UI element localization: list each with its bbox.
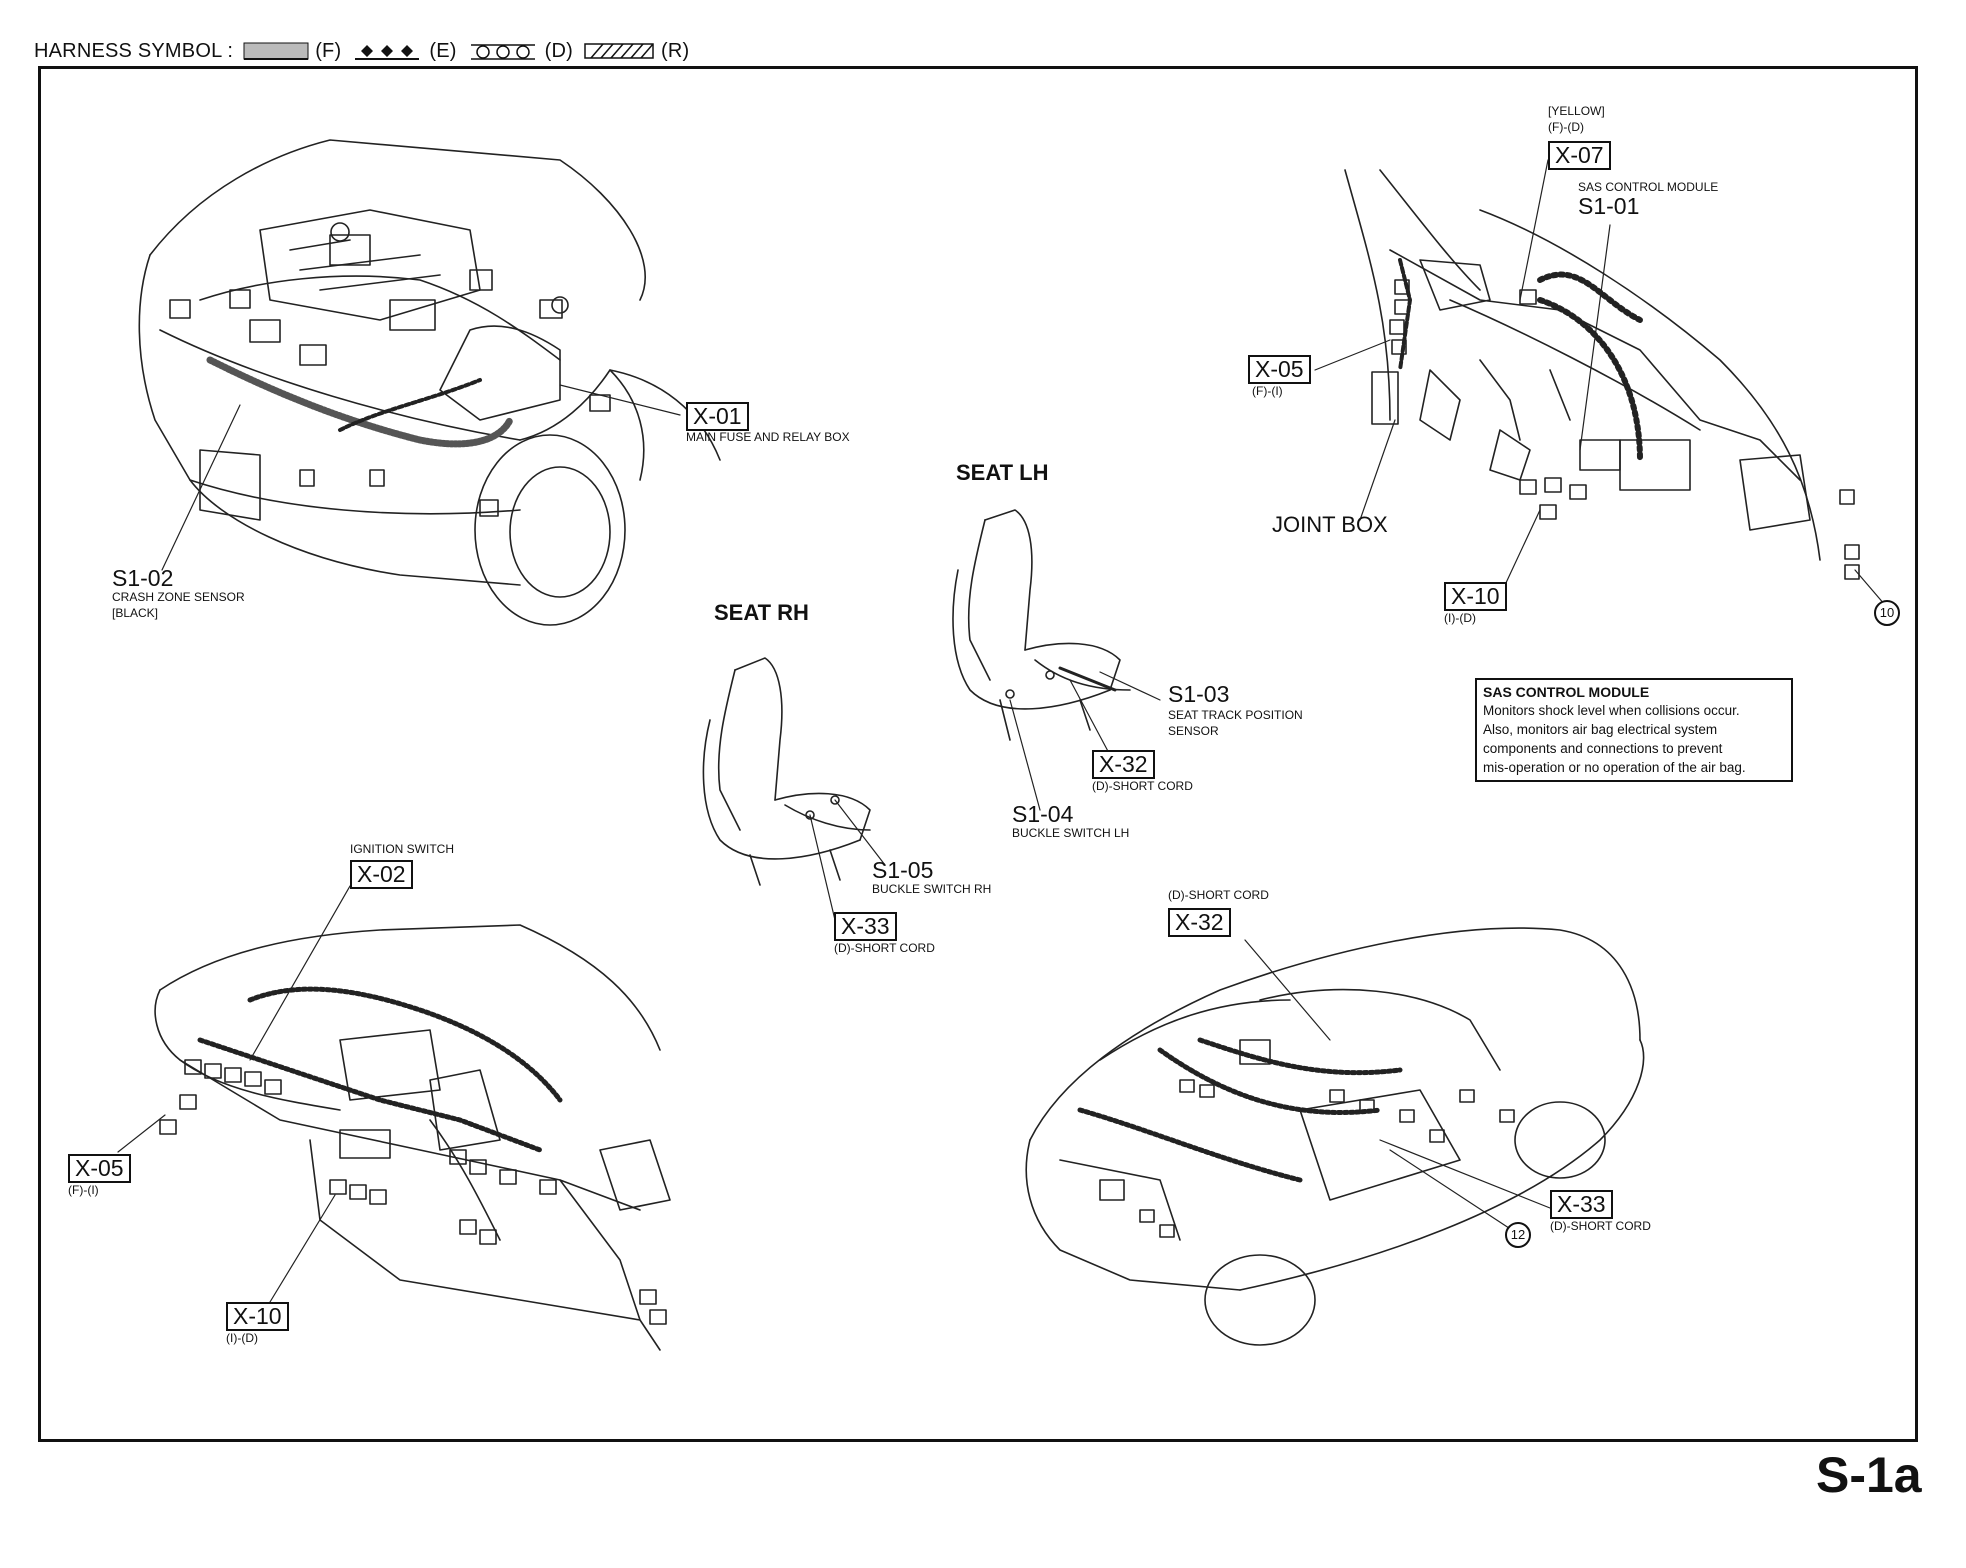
stipple-swatch-icon: [243, 42, 309, 60]
seat-lh-heading: SEAT LH: [956, 460, 1049, 485]
component-s104-label: S1-04: [1012, 801, 1074, 827]
connector-x32-seat-desc: (D)-SHORT CORD: [1092, 779, 1193, 793]
connector-x32-seat-label: X-32: [1092, 750, 1155, 779]
connector-x10-harness: (I)-(D): [1444, 611, 1476, 625]
circle-swatch-icon: [470, 44, 535, 60]
connector-x05-harness: (F)-(I): [1252, 384, 1283, 398]
joint-box-label: JOINT BOX: [1272, 512, 1388, 537]
connector-x32-car-label: X-32: [1168, 908, 1231, 937]
harness-legend-code-d: (D): [544, 39, 573, 62]
component-s103-label: S1-03: [1168, 681, 1230, 707]
buckle-switch-rh-label: BUCKLE SWITCH RH: [872, 882, 992, 896]
connector-x05-dash-label: X-05: [68, 1154, 131, 1183]
seat-rh-drawing: [702, 657, 886, 921]
sas-info-box: SAS CONTROL MODULE Monitors shock level …: [1475, 678, 1793, 782]
main-fuse-relay-box-label: MAIN FUSE AND RELAY BOX: [686, 430, 850, 444]
connector-x33-car-label: X-33: [1550, 1190, 1613, 1219]
sas-control-module-label: SAS CONTROL MODULE: [1578, 180, 1719, 194]
yellow-connector-note: [YELLOW]: [1548, 104, 1605, 118]
connector-x32-car-desc: (D)-SHORT CORD: [1168, 888, 1269, 902]
connector-x10-label: X-10: [1444, 582, 1507, 611]
buckle-switch-lh-label: BUCKLE SWITCH LH: [1012, 826, 1130, 840]
sas-info-line-2: Also, monitors air bag electrical system: [1483, 722, 1718, 737]
sas-info-line-3: components and connections to prevent: [1483, 741, 1723, 756]
sas-info-line-4: mis-operation or no operation of the air…: [1483, 760, 1746, 775]
engine-bay-drawing: [138, 139, 721, 626]
harness-legend: HARNESS SYMBOL : (F) (E) (D) (R): [34, 36, 689, 66]
harness-legend-code-f: (F): [315, 39, 342, 62]
connector-x10-dash-label: X-10: [226, 1302, 289, 1331]
diagram-frame: [38, 66, 1918, 1442]
sas-info-title: SAS CONTROL MODULE: [1483, 684, 1650, 700]
ignition-switch-label: IGNITION SWITCH: [350, 842, 454, 856]
dashboard-drawing: [117, 885, 671, 1351]
seat-track-sensor-label-2: SENSOR: [1168, 724, 1219, 738]
sedan-drawing: [1025, 927, 1645, 1346]
component-s105-label: S1-05: [872, 857, 934, 883]
seat-track-sensor-label-1: SEAT TRACK POSITION: [1168, 708, 1303, 722]
diamond-swatch-icon: [355, 45, 420, 60]
harness-legend-code-e: (E): [429, 39, 457, 62]
connector-x33-seat-desc: (D)-SHORT CORD: [834, 941, 935, 955]
component-s101-label: S1-01: [1578, 193, 1640, 219]
crash-zone-sensor-color-note: [BLACK]: [112, 606, 159, 620]
seat-rh-heading: SEAT RH: [714, 600, 809, 625]
connector-x02-label: X-02: [350, 860, 413, 889]
connector-x33-seat-label: X-33: [834, 912, 897, 941]
harness-legend-code-r: (R): [660, 39, 690, 62]
connector-x07-harness: (F)-(D): [1548, 120, 1584, 134]
circled-number-twelve: 12: [1505, 1222, 1531, 1248]
page-number: S-1a: [1816, 1447, 1922, 1503]
crash-zone-sensor-label: CRASH ZONE SENSOR: [112, 590, 245, 604]
connector-x05-label: X-05: [1248, 355, 1311, 384]
circled-number-ten: 10: [1874, 600, 1900, 626]
connector-x07-label: X-07: [1548, 141, 1611, 170]
seat-lh-drawing: [952, 509, 1161, 811]
connector-x33-car-desc: (D)-SHORT CORD: [1550, 1219, 1651, 1233]
component-s102-label: S1-02: [112, 565, 174, 591]
sas-info-line-1: Monitors shock level when collisions occ…: [1483, 703, 1740, 718]
harness-legend-title: HARNESS SYMBOL :: [34, 39, 234, 62]
connector-x05-dash-harness: (F)-(I): [68, 1183, 99, 1197]
connector-x10-dash-harness: (I)-(D): [226, 1331, 258, 1345]
hatch-swatch-icon: [584, 43, 654, 59]
connector-x01-label: X-01: [686, 402, 749, 431]
cabin-drawing: [1314, 159, 1886, 606]
